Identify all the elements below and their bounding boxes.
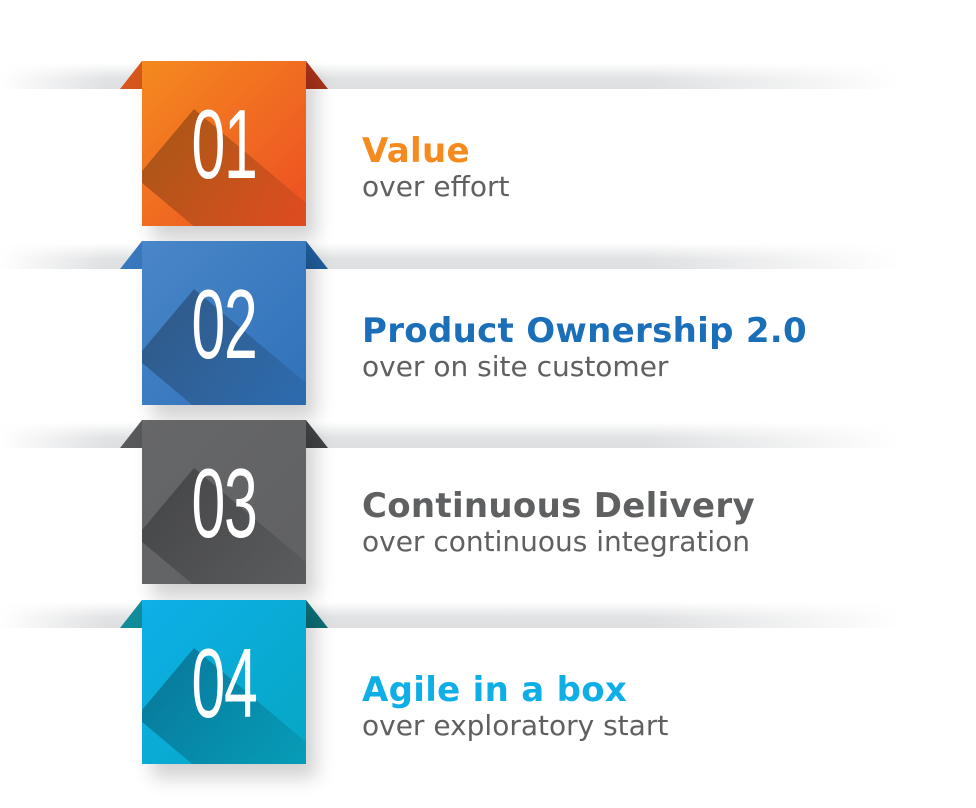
step-title: Continuous Delivery: [362, 486, 755, 526]
step-text: Value over effort: [362, 131, 509, 203]
step-subtitle: over exploratory start: [362, 709, 669, 742]
step-number: 03: [191, 448, 257, 558]
step-title: Value: [362, 131, 470, 171]
step-number: 04: [191, 628, 257, 738]
step-text: Agile in a box over exploratory start: [362, 670, 668, 742]
step-subtitle: over on site customer: [362, 350, 669, 383]
number-tile: 03: [142, 420, 306, 584]
step-subtitle: over effort: [362, 170, 510, 203]
ribbon-flap-left: [120, 61, 142, 89]
ribbon-flap-left: [120, 241, 142, 269]
step-text: Product Ownership 2.0 over on site custo…: [362, 311, 807, 383]
number-tile: 02: [142, 241, 306, 405]
step-number: 01: [191, 89, 257, 199]
step-subtitle: over continuous integration: [362, 525, 751, 558]
step-04: 04 Agile in a box over exploratory start: [0, 600, 976, 780]
step-number: 02: [191, 269, 257, 379]
step-title: Product Ownership 2.0: [362, 311, 807, 351]
ribbon-flap-right: [306, 420, 328, 448]
step-text: Continuous Delivery over continuous inte…: [362, 486, 755, 558]
number-tile: 04: [142, 600, 306, 764]
ribbon-flap-right: [306, 600, 328, 628]
ribbon-flap-left: [120, 600, 142, 628]
step-title: Agile in a box: [362, 670, 628, 710]
number-tile: 01: [142, 61, 306, 226]
step-01: 01 Value over effort: [0, 61, 976, 241]
ribbon-flap-left: [120, 420, 142, 448]
step-03: 03 Continuous Delivery over continuous i…: [0, 420, 976, 600]
ribbon-flap-right: [306, 61, 328, 89]
ribbon-flap-right: [306, 241, 328, 269]
step-02: 02 Product Ownership 2.0 over on site cu…: [0, 241, 976, 421]
